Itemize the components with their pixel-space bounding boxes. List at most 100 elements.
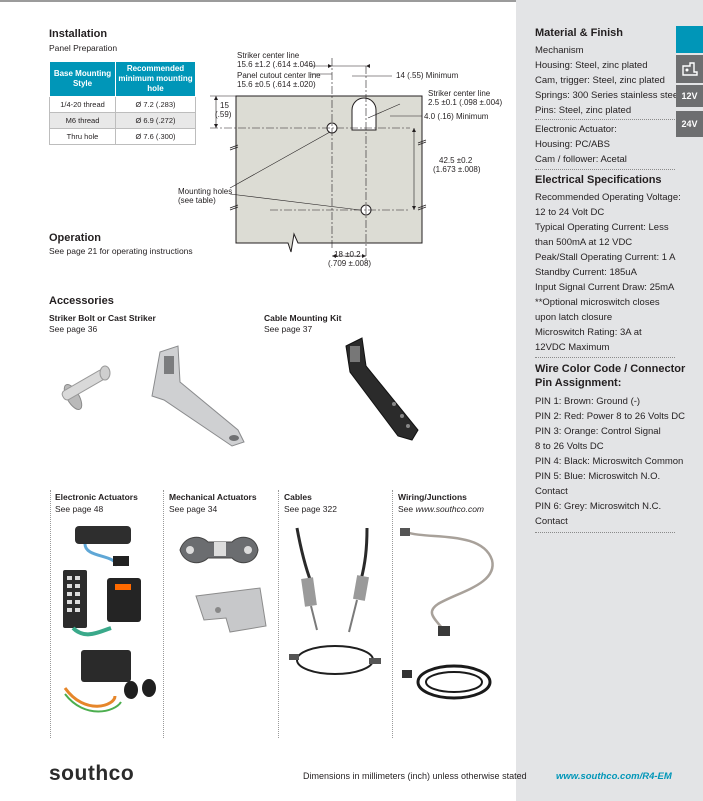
striker-bolt-image: [61, 365, 111, 410]
footer-note: Dimensions in millimeters (inch) unless …: [303, 771, 527, 781]
accessories-title: Accessories: [49, 295, 114, 307]
material-line: Cam / follower: Acetal: [535, 154, 627, 165]
electrical-line: Microswitch Rating: 3A at: [535, 327, 642, 338]
footer-url[interactable]: www.southco.com/R4-EM: [556, 771, 672, 782]
latch-icon: [681, 62, 698, 76]
table-header-hole: Recommended minimum mounting hole: [115, 61, 196, 97]
material-line: Housing: Steel, zinc plated: [535, 60, 648, 71]
card-title-wiring: Wiring/Junctions: [398, 492, 467, 502]
wire-line: Contact: [535, 516, 568, 527]
divider: [535, 119, 675, 120]
table-row: 1/4-20 thread Ø 7.2 (.283): [49, 96, 196, 113]
table-header-style: Base Mounting Style: [49, 61, 116, 97]
cable-mounting-kit-image: [345, 337, 419, 441]
card-page-cables[interactable]: See page 322: [284, 504, 337, 514]
wiring-junctions-image: [400, 528, 494, 700]
material-line: Springs: 300 Series stainless steel: [535, 90, 681, 101]
tab-24v[interactable]: 24V: [676, 111, 703, 137]
card-divider: [392, 490, 393, 738]
table-cell: 1/4-20 thread: [49, 96, 116, 113]
wire-line: PIN 4: Black: Microswitch Common: [535, 456, 684, 467]
striker-bolt-page: See page 36: [49, 324, 98, 334]
material-line: Cam, trigger: Steel, zinc plated: [535, 75, 665, 86]
tab-12v[interactable]: 12V: [676, 85, 703, 107]
operation-text: See page 21 for operating instructions: [49, 246, 193, 256]
table-cell: Ø 6.9 (.272): [115, 112, 196, 129]
striker-centerline-right-label: Striker center line: [428, 89, 491, 98]
top-rule: [0, 0, 703, 2]
material-line: Housing: PC/ABS: [535, 139, 610, 150]
panel-centerline-label: Panel cutout center line: [237, 71, 321, 80]
electrical-line: than 500mA at 12 VDC: [535, 237, 633, 248]
card-title-mechanical: Mechanical Actuators: [169, 492, 257, 502]
divider: [535, 169, 675, 170]
tab-latch[interactable]: [676, 55, 703, 83]
card-page-mechanical[interactable]: See page 34: [169, 504, 218, 514]
electronic-actuators-image: [63, 526, 156, 713]
dim-42-value: 42.5 ±0.2: [439, 156, 473, 165]
electrical-line: 12VDC Maximum: [535, 342, 610, 353]
southco-logo: southco: [49, 762, 135, 785]
panel-cutout-drawing: [210, 58, 427, 263]
card-divider: [278, 490, 279, 738]
cable-kit-page: See page 37: [264, 324, 313, 334]
electrical-line: upon latch closure: [535, 312, 613, 323]
striker-centerline-right-dim: 2.5 ±0.1 (.098 ±.004): [428, 98, 503, 107]
installation-subtitle: Panel Preparation: [49, 43, 118, 53]
dim-15-value: 15: [220, 101, 229, 110]
wiring-link[interactable]: www.southco.com: [415, 504, 485, 514]
electrical-line: Standby Current: 185uA: [535, 267, 637, 278]
wiring-page-prefix: See: [398, 504, 416, 514]
electrical-line: **Optional microswitch closes: [535, 297, 660, 308]
mounting-holes-note: (see table): [178, 196, 216, 205]
electrical-line: Peak/Stall Operating Current: 1 A: [535, 252, 676, 263]
table-cell: Ø 7.6 (.300): [115, 128, 196, 145]
electrical-title: Electrical Specifications: [535, 174, 662, 186]
installation-title: Installation: [49, 28, 108, 40]
striker-centerline-dim: 15.6 ±1.2 (.614 ±.046): [237, 60, 316, 69]
dim-42-inch: (1.673 ±.008): [433, 165, 481, 174]
wire-line: PIN 5: Blue: Microswitch N.O.: [535, 471, 661, 482]
table-cell: M6 thread: [49, 112, 116, 129]
card-divider: [163, 490, 164, 738]
striker-centerline-label: Striker center line: [237, 51, 300, 60]
tab-active-marker[interactable]: [676, 26, 703, 53]
card-border: [50, 490, 51, 738]
card-title-electronic: Electronic Actuators: [55, 492, 138, 502]
wire-line: PIN 3: Orange: Control Signal: [535, 426, 661, 437]
wire-line: PIN 6: Grey: Microswitch N.C.: [535, 501, 662, 512]
panel-centerline-dim: 15.6 ±0.5 (.614 ±.020): [237, 80, 316, 89]
wire-subtitle: Pin Assignment:: [535, 377, 622, 389]
material-line: Pins: Steel, zinc plated: [535, 105, 632, 116]
operation-title: Operation: [49, 232, 101, 244]
divider: [535, 532, 675, 533]
table-row: Thru hole Ø 7.6 (.300): [49, 128, 196, 145]
material-line: Electronic Actuator:: [535, 124, 617, 135]
cast-striker-image: [151, 345, 245, 447]
wire-line: PIN 1: Brown: Ground (-): [535, 396, 641, 407]
wire-line: 8 to 26 Volts DC: [535, 441, 604, 452]
electrical-line: Recommended Operating Voltage:: [535, 192, 681, 203]
dim-4-label: 4.0 (.16) Minimum: [424, 112, 489, 121]
divider: [535, 357, 675, 358]
electrical-line: Typical Operating Current: Less: [535, 222, 669, 233]
dim-14-label: 14 (.55) Minimum: [396, 71, 459, 80]
card-title-cables: Cables: [284, 492, 312, 502]
striker-bolt-title: Striker Bolt or Cast Striker: [49, 313, 156, 323]
card-page-wiring[interactable]: See www.southco.com: [398, 504, 484, 514]
dim-18-value: 18 ±0.2: [334, 250, 361, 259]
wire-line: PIN 2: Red: Power 8 to 26 Volts DC: [535, 411, 685, 422]
material-title: Material & Finish: [535, 27, 624, 39]
wire-line: Contact: [535, 486, 568, 497]
electrical-line: 12 to 24 Volt DC: [535, 207, 605, 218]
dim-15-inch: (.59): [215, 110, 232, 119]
material-line: Mechanism: [535, 45, 584, 56]
dim-18-inch: (.709 ±.008): [328, 259, 372, 268]
card-page-electronic[interactable]: See page 48: [55, 504, 104, 514]
electrical-line: Input Signal Current Draw: 25mA: [535, 282, 675, 293]
table-cell: Thru hole: [49, 128, 116, 145]
mechanical-actuators-image: [179, 536, 267, 633]
mounting-table: Base Mounting Style Recommended minimum …: [49, 61, 196, 145]
wire-title: Wire Color Code / Connector: [535, 363, 686, 375]
cable-kit-title: Cable Mounting Kit: [264, 313, 342, 323]
